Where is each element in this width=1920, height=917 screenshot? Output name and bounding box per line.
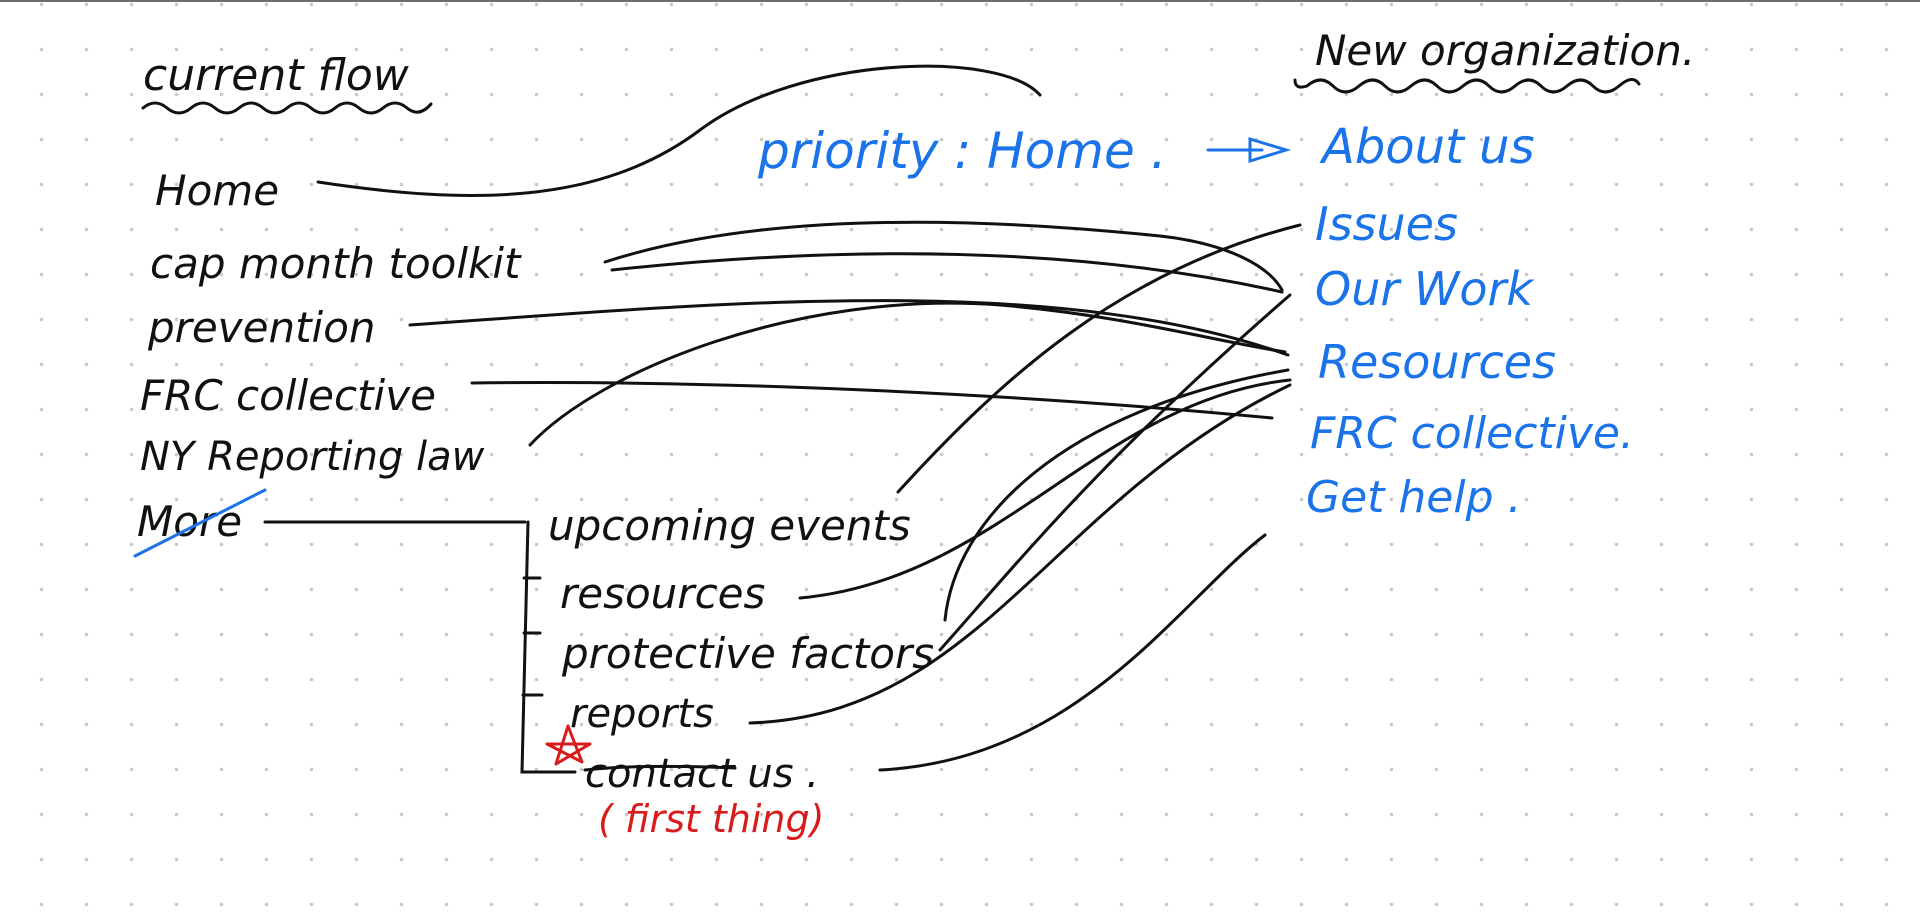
heading-new-organization: New organization. <box>1315 26 1695 75</box>
top-border <box>0 0 1920 2</box>
contact-note: ( first thing) <box>598 797 824 841</box>
current-item-frc-collective: FRC collective <box>140 371 436 420</box>
current-item-cap-month-toolkit: cap month toolkit <box>150 239 522 288</box>
heading-new-underline <box>1293 78 1641 94</box>
subitem-protective-factors: protective factors <box>561 629 934 678</box>
current-item-home: Home <box>155 166 279 215</box>
new-item-frc-collective: FRC collective. <box>1310 408 1634 459</box>
current-item-ny-reporting-law: NY Reporting law <box>140 434 485 480</box>
current-item-prevention: prevention <box>147 303 376 352</box>
subitem-contact-us: contact us . <box>585 751 819 797</box>
heading-current-flow: current flow <box>143 50 410 101</box>
connector-home-to-about-us <box>316 64 1042 197</box>
subitem-resources: resources <box>560 569 765 618</box>
connector-toolkit-to-our-work-2 <box>610 252 1284 294</box>
subtree-bracket <box>520 520 577 774</box>
connector-resources-to-resources <box>798 378 1292 600</box>
priority-arrow-head <box>1248 136 1292 164</box>
new-item-issues: Issues <box>1315 197 1458 251</box>
star-icon <box>545 724 592 766</box>
priority-target-about-us: About us <box>1319 119 1535 175</box>
connector-protective-to-our-work <box>938 293 1292 652</box>
connector-upcoming-to-issues <box>896 223 1302 494</box>
new-item-resources: Resources <box>1318 335 1556 389</box>
connector-frc-to-frc <box>470 381 1274 420</box>
connector-toolkit-to-our-work <box>603 220 1284 292</box>
connector-ny-law-to-resources <box>528 301 1287 447</box>
new-item-get-help: Get help . <box>1306 472 1522 523</box>
more-strike-line <box>133 488 267 558</box>
current-item-more: More <box>137 497 242 546</box>
subitem-upcoming-events: upcoming events <box>548 501 911 550</box>
heading-current-underline <box>141 101 433 115</box>
subitem-reports: reports <box>570 691 714 737</box>
connector-upcoming-to-our-work <box>943 368 1290 622</box>
connector-contact-to-get-help <box>878 533 1267 772</box>
contact-us-strike <box>583 764 737 772</box>
priority-label: priority : Home . <box>757 122 1167 180</box>
new-item-our-work: Our Work <box>1315 262 1535 316</box>
connector-prevention-to-resources <box>408 299 1290 357</box>
connector-reports-to-resources <box>748 383 1292 725</box>
